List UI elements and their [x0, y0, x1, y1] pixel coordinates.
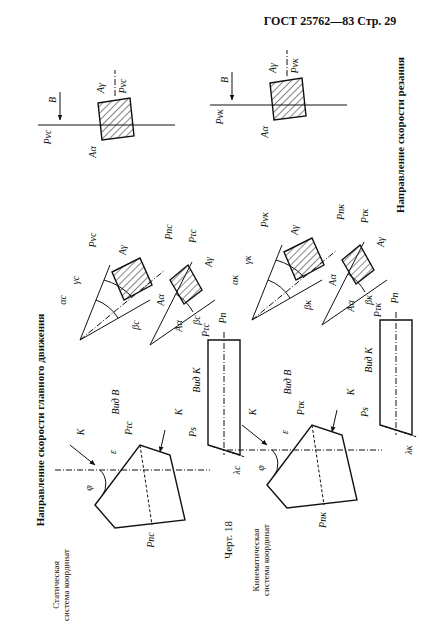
- symbol-label: Pvк: [259, 212, 270, 227]
- symbol-label: Pnк: [335, 204, 346, 220]
- symbol-label: Pvc: [42, 130, 53, 145]
- symbol-label: αк: [229, 275, 240, 285]
- symbol-label: Pvc: [117, 79, 128, 94]
- symbol-label: Pτc: [123, 421, 134, 435]
- symbol-label: Aγ: [203, 257, 214, 267]
- symbol-label: Aγ: [289, 225, 300, 235]
- symbol-label: Pτк: [372, 303, 383, 317]
- symbol-label: λc: [231, 466, 242, 475]
- symbol-label: φ: [255, 465, 266, 471]
- sheet-text: ГОСТ 25762—83 Стр. 29: [264, 15, 397, 28]
- symbol-label: K: [345, 389, 356, 396]
- symbol-label: K: [75, 429, 86, 436]
- symbol-label: βк: [302, 300, 313, 310]
- symbol-label: γc: [70, 276, 81, 284]
- symbol-label: Aγ: [267, 63, 278, 73]
- sheet-text: Направление скорости главного движения: [34, 314, 46, 527]
- symbol-label: K: [247, 409, 258, 416]
- symbol-label: Aγ: [95, 83, 106, 93]
- symbol-label: Pτc: [200, 323, 211, 337]
- symbol-label: Pvc: [87, 233, 98, 248]
- symbol-label: ε: [279, 430, 290, 434]
- symbol-label: αc: [57, 295, 68, 305]
- symbol-label: Aγ: [375, 237, 386, 247]
- symbol-label: Aα: [155, 294, 166, 305]
- static-system-views: [38, 70, 245, 528]
- symbol-label: Pvк: [289, 58, 300, 73]
- symbol-label: Pn: [389, 292, 400, 303]
- symbol-label: Pnc: [163, 224, 174, 240]
- symbol-label: Pnк: [317, 512, 328, 528]
- symbol-label: ε: [107, 450, 118, 454]
- symbol-label: Ps: [187, 427, 198, 437]
- symbol-label: K: [173, 409, 184, 416]
- symbol-label: Вид К: [191, 367, 202, 392]
- kinematic-system-views: [210, 50, 417, 508]
- sheet-text: Черт. 18: [222, 521, 234, 559]
- symbol-label: Pτк: [295, 401, 306, 415]
- symbol-label: Вид В: [282, 370, 293, 395]
- symbol-label: Pn: [217, 312, 228, 323]
- symbol-label: Pvк: [214, 109, 225, 124]
- symbol-label: βc: [130, 320, 141, 329]
- sheet-text: Статическая система координат: [52, 545, 72, 625]
- symbol-label: В: [219, 77, 230, 83]
- symbol-label: Aγ: [117, 245, 128, 255]
- sheet-text: Кинематическая система координат: [252, 514, 272, 606]
- symbol-label: В: [47, 97, 58, 103]
- symbol-label: Вид В: [110, 390, 121, 415]
- symbol-label: γк: [242, 256, 253, 265]
- symbol-label: Pτc: [187, 229, 198, 243]
- symbol-label: Aα: [173, 320, 184, 331]
- symbol-label: φ: [83, 485, 94, 491]
- sheet-text: Направление скорости резания: [394, 57, 406, 213]
- symbol-label: Pτк: [359, 209, 370, 223]
- symbol-label: Вид К: [363, 347, 374, 372]
- symbol-label: λк: [403, 445, 414, 454]
- symbol-label: Aα: [327, 274, 338, 285]
- symbol-label: Aα: [87, 146, 98, 157]
- symbol-label: Ps: [359, 407, 370, 417]
- symbol-label: Aα: [345, 300, 356, 311]
- symbol-label: Pnc: [145, 532, 156, 548]
- symbol-label: Aα: [259, 126, 270, 137]
